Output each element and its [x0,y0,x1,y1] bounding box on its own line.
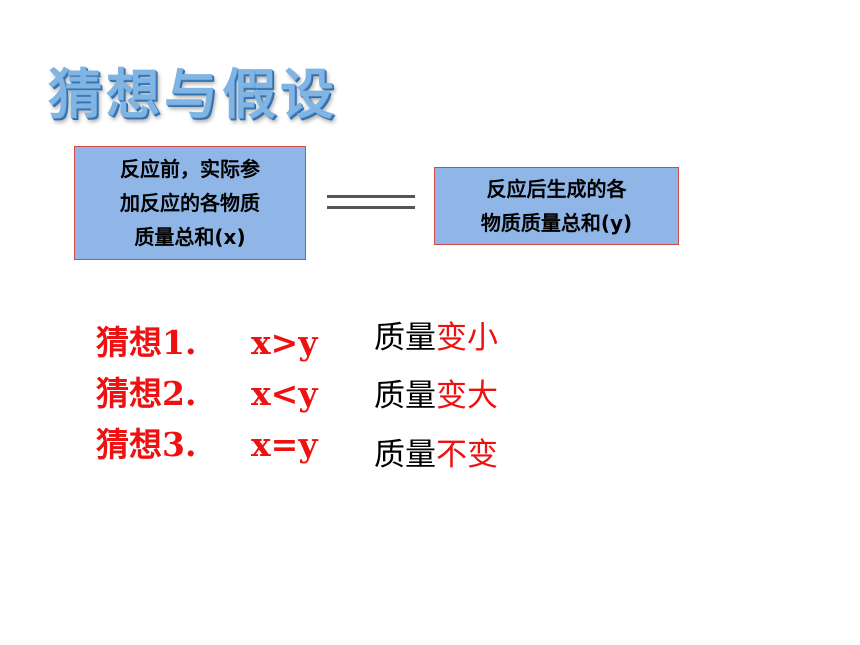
reactants-mass-box: 反应前，实际参 加反应的各物质 质量总和(x) [74,146,306,260]
guess-3-relation: x=y [251,425,318,464]
reactants-line-3: 质量总和(x) [134,225,246,249]
guess-1-relation: x>y [251,323,318,362]
guess-3-label: 猜想3. [96,425,197,464]
reactants-line-2: 加反应的各物质 [120,191,260,215]
guess-2: 猜想2. x<y [96,367,318,415]
guess-2-result-accent: 变大 [436,378,498,414]
guess-3: 猜想3. x=y [96,418,318,466]
slide-title: 猜想与假设 [48,63,338,126]
guess-2-result: 质量变大 [374,370,498,415]
guess-1-result-plain: 质量 [374,320,436,356]
guess-3-result-plain: 质量 [374,437,436,473]
guess-2-relation: x<y [251,374,318,413]
guess-3-result: 质量不变 [374,429,498,474]
guess-1-label: 猜想1. [96,323,197,362]
equals-sign-top-bar [327,195,415,198]
equals-sign-bottom-bar [327,206,415,209]
guess-1: 猜想1. x>y [96,316,318,364]
guess-1-result-accent: 变小 [436,320,498,356]
guess-3-result-accent: 不变 [436,437,498,473]
products-mass-box: 反应后生成的各 物质质量总和(y) [434,167,679,245]
products-line-1: 反应后生成的各 [486,177,627,201]
reactants-line-1: 反应前，实际参 [120,157,260,181]
products-line-2: 物质质量总和(y) [480,211,633,235]
guess-2-label: 猜想2. [96,374,197,413]
guess-2-result-plain: 质量 [374,378,436,414]
guess-1-result: 质量变小 [374,312,498,357]
